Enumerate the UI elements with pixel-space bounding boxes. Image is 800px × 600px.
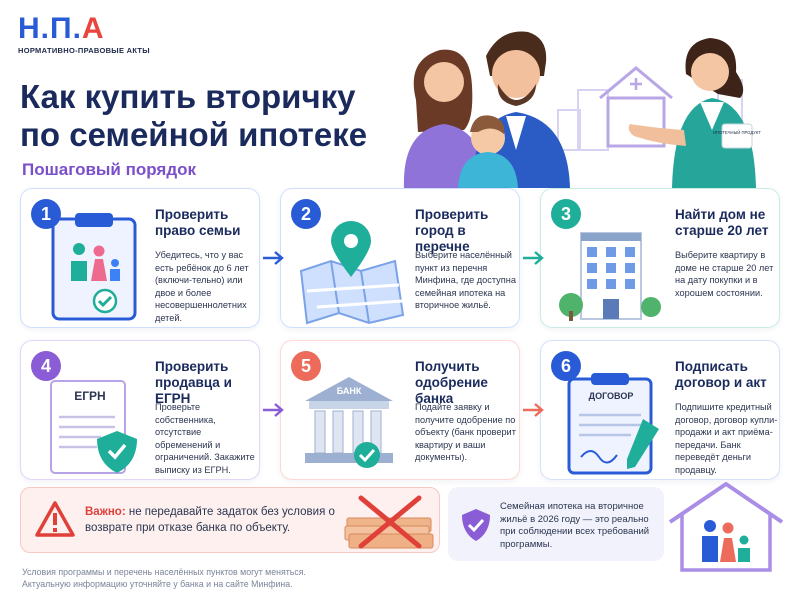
logo: Н.П.А НОРМАТИВНО-ПРАВОВЫЕ АКТЫ bbox=[18, 12, 150, 56]
step-number-badge: 4 bbox=[31, 351, 61, 381]
consultant-badge-text: ИПОТЕЧНЫЙ ПРОДУКТ bbox=[713, 130, 761, 135]
arrow-right-icon bbox=[263, 251, 284, 265]
step-title: Подписать договор и акт bbox=[675, 359, 767, 390]
step-card-6: ДОГОВОР 6 Подписать договор и акт Подпиш… bbox=[540, 340, 780, 480]
map-pin-icon bbox=[299, 221, 405, 325]
page-title: Как купить вторичку по семейной ипотеке bbox=[20, 78, 368, 153]
step-number-badge: 5 bbox=[291, 351, 321, 381]
clipboard-family-icon bbox=[51, 213, 137, 321]
info-text: Семейная ипотека на вторичное жильё в 20… bbox=[500, 501, 650, 550]
house-outline-icon bbox=[599, 66, 673, 148]
shield-check-icon bbox=[462, 509, 490, 541]
step-number-badge: 3 bbox=[551, 199, 581, 229]
step-description: Проверьте собственника, отсутствие обрем… bbox=[155, 402, 255, 475]
step-number-badge: 2 bbox=[291, 199, 321, 229]
document-label-contract: ДОГОВОР bbox=[588, 391, 634, 401]
step-number-badge: 6 bbox=[551, 351, 581, 381]
step-title: Проверить город в перечне bbox=[415, 207, 489, 254]
arrow-right-icon bbox=[523, 403, 544, 417]
step-title: Получить одобрение банка bbox=[415, 359, 488, 406]
step-title: Проверить право семьи bbox=[155, 207, 241, 238]
step-card-4: ЕГРН 4 Проверить продавца и ЕГРН Проверь… bbox=[20, 340, 260, 480]
bank-label: БАНК bbox=[336, 386, 362, 396]
hero-illustration: ИПОТЕЧНЫЙ ПРОДУКТ bbox=[403, 31, 761, 188]
child-figure-icon bbox=[458, 115, 518, 188]
contract-pen-icon bbox=[567, 373, 659, 475]
step-card-1: 1 Проверить право семьи Убедитесь, что у… bbox=[20, 188, 260, 328]
logo-mark: Н.П.А bbox=[18, 12, 105, 45]
arrow-right-icon bbox=[263, 403, 284, 417]
document-label-egrn: ЕГРН bbox=[74, 389, 106, 403]
step-description: Выберите квартиру в доме не старше 20 ле… bbox=[675, 250, 774, 298]
step-description: Убедитесь, что у вас есть ребёнок до 6 л… bbox=[155, 250, 249, 323]
step-number-badge: 1 bbox=[31, 199, 61, 229]
page-subtitle: Пошаговый порядок bbox=[22, 160, 197, 179]
logo-subtitle: НОРМАТИВНО-ПРАВОВЫЕ АКТЫ bbox=[18, 46, 150, 55]
step-description: Выберите населённый пункт из перечня Мин… bbox=[415, 250, 516, 310]
step-title: Проверить продавца и ЕГРН bbox=[155, 359, 232, 406]
step-description: Подайте заявку и получите одобрение по о… bbox=[415, 402, 516, 462]
step-card-3: 3 Найти дом не старше 20 лет Выберите кв… bbox=[540, 188, 780, 328]
consultant-figure-icon bbox=[628, 38, 756, 188]
warning-triangle-icon bbox=[35, 501, 75, 537]
egrn-document-shield-icon bbox=[50, 380, 137, 474]
warning-text: Важно: не передавайте задаток без услови… bbox=[85, 506, 335, 534]
footer-note: Условия программы и перечень населённых … bbox=[22, 567, 306, 589]
step-card-5: БАНК 5 Получить одобрение банка Подайте … bbox=[280, 340, 520, 480]
warning-box: Важно: не передавайте задаток без услови… bbox=[20, 487, 440, 553]
bank-building-icon bbox=[305, 377, 393, 468]
step-description: Подпишите кредитный договор, договор куп… bbox=[675, 402, 778, 475]
crossed-money-icon bbox=[344, 495, 434, 549]
info-box: Семейная ипотека на вторичное жильё в 20… bbox=[448, 487, 664, 561]
house-family-icon bbox=[668, 482, 784, 572]
step-title: Найти дом не старше 20 лет bbox=[675, 207, 769, 238]
arrow-right-icon bbox=[523, 251, 544, 265]
apartment-building-icon bbox=[559, 232, 661, 321]
step-card-2: 2 Проверить город в перечне Выберите нас… bbox=[280, 188, 520, 328]
